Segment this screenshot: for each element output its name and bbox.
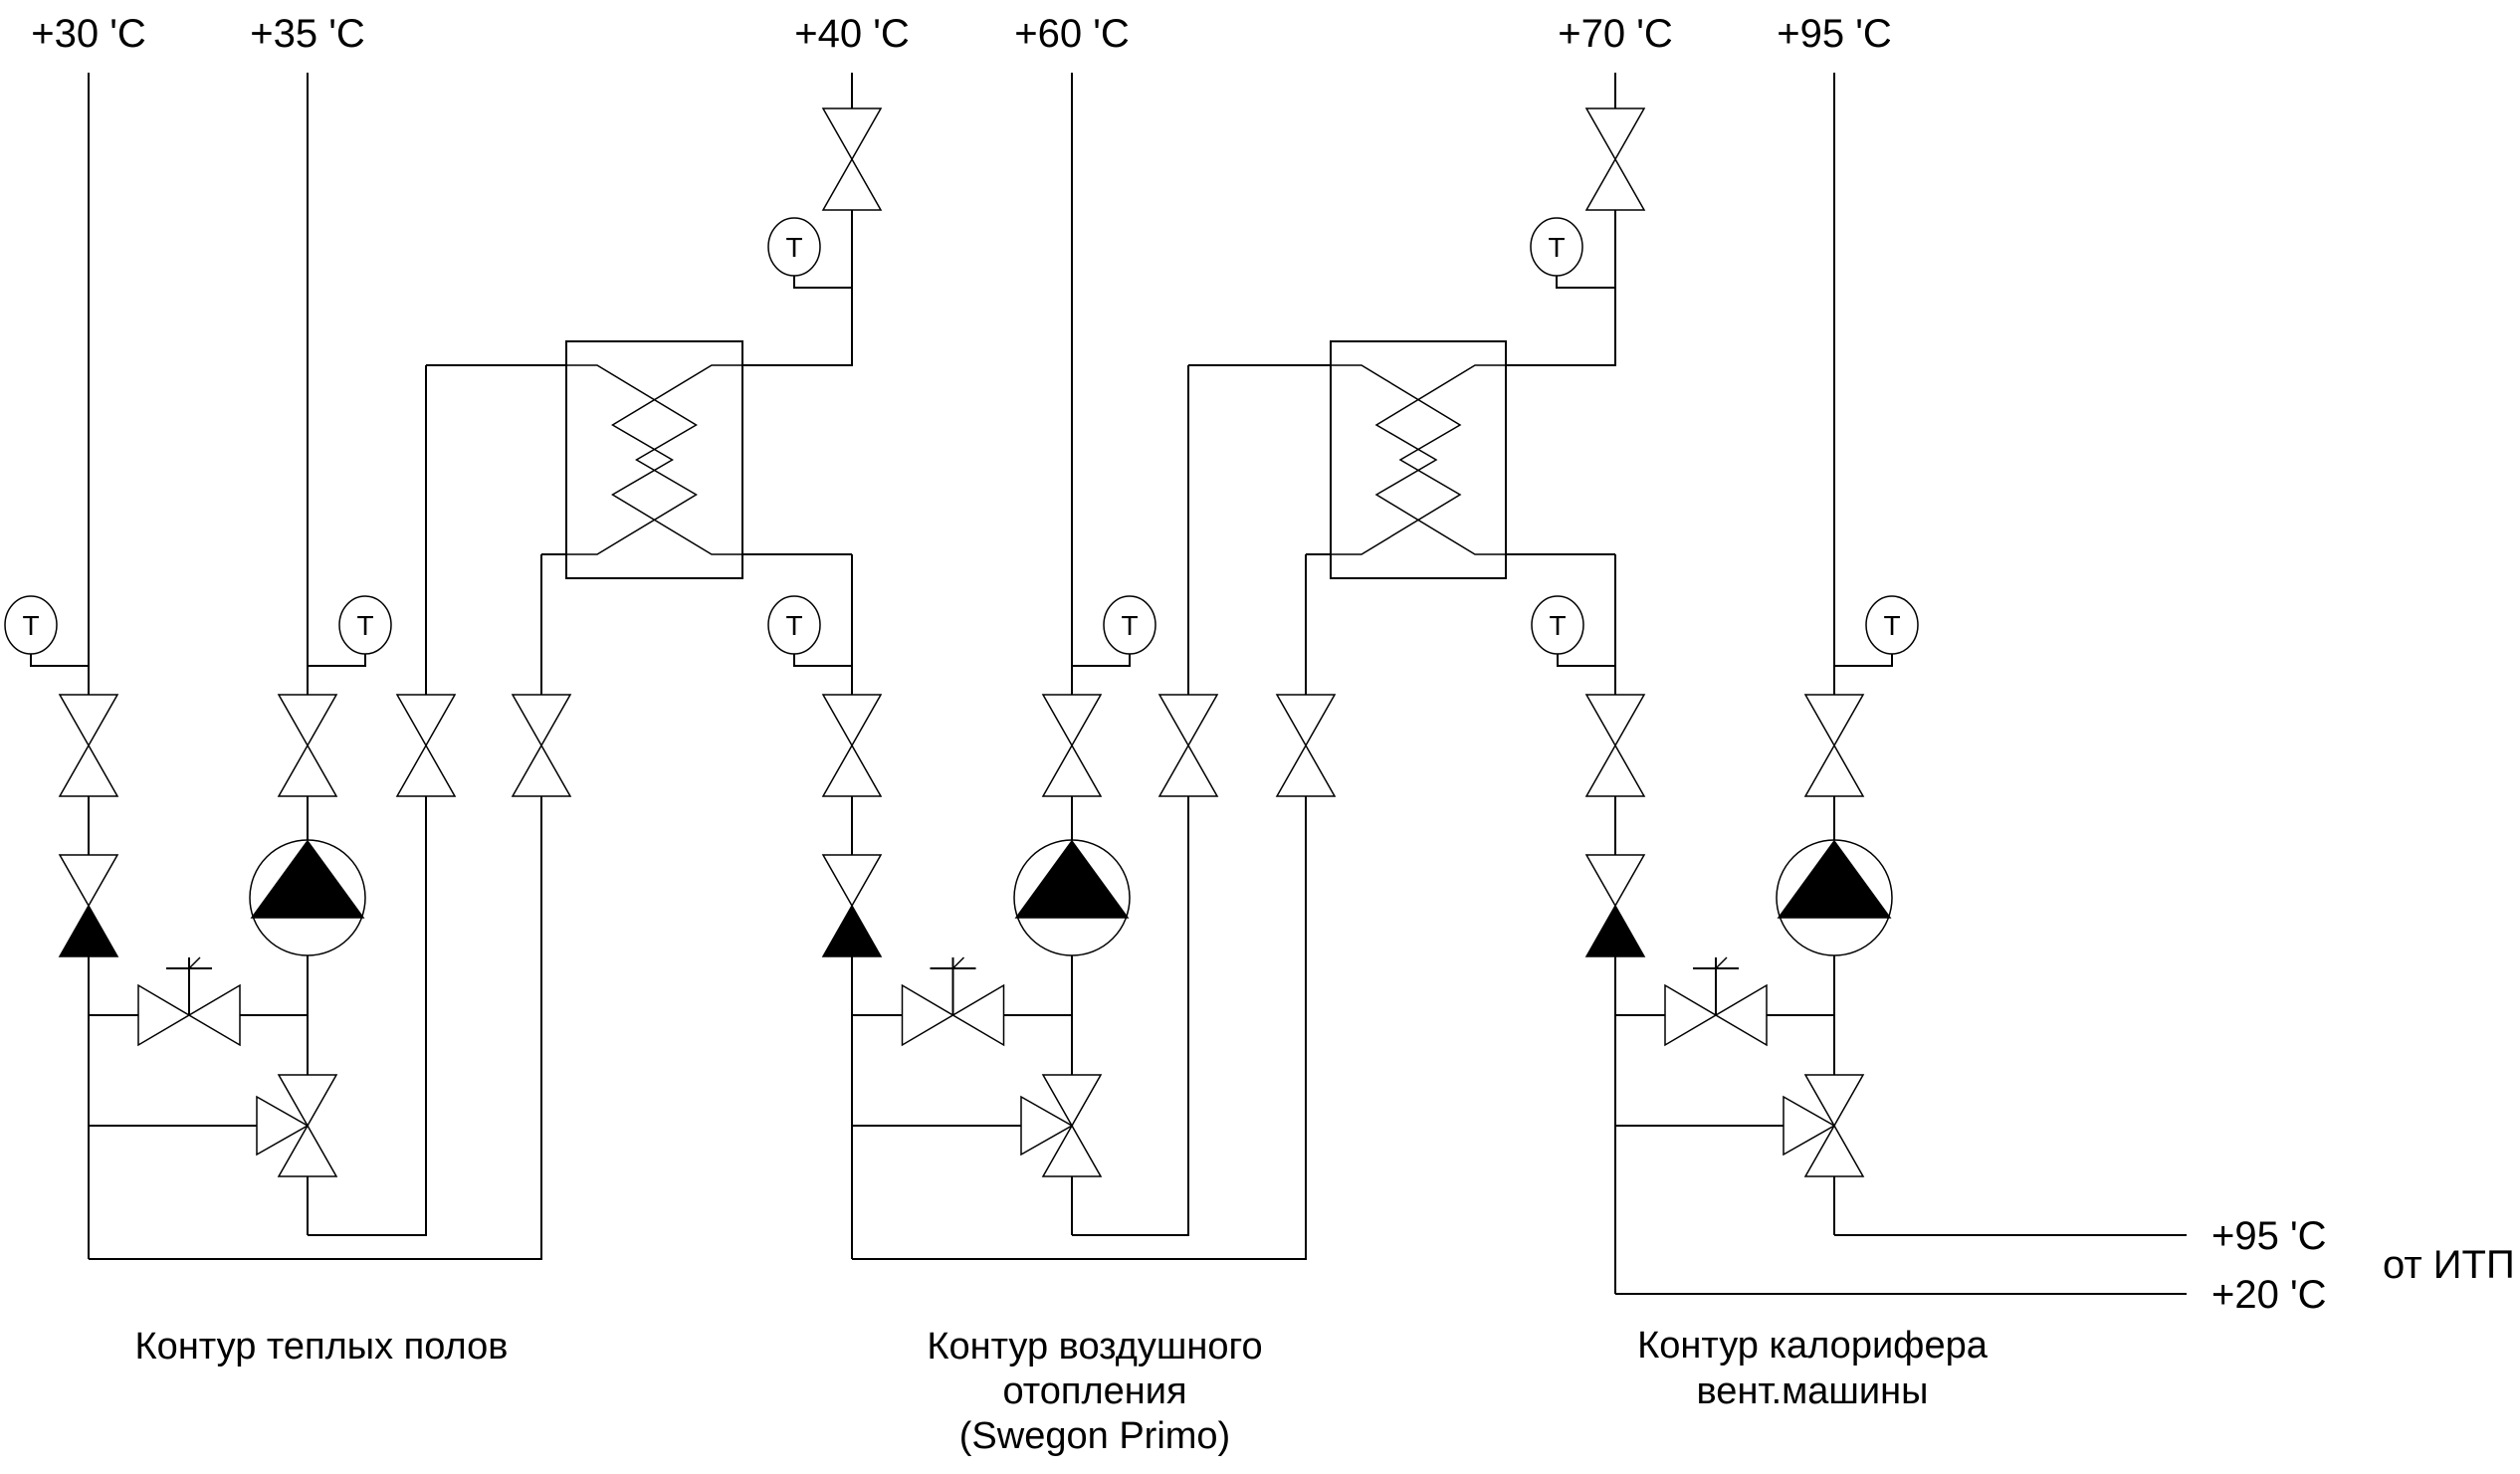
heat-exchanger-icon	[564, 340, 744, 579]
temp-label-35: +35 'C	[250, 12, 365, 56]
pump-icon	[249, 839, 366, 956]
temp-label-30: +30 'C	[31, 12, 146, 56]
three-way-valve-icon	[1020, 1074, 1103, 1177]
check-valve-icon	[1584, 854, 1646, 957]
gauge-symbol: T	[785, 610, 802, 641]
shutoff-valve-icon	[58, 694, 119, 797]
source-return-label: +20 'C	[2211, 1273, 2327, 1317]
shutoff-valve-icon	[1157, 694, 1219, 797]
gauge-symbol: T	[1549, 610, 1566, 641]
pump-icon	[1776, 839, 1893, 956]
symbols: T T T T T T T T	[4, 107, 1919, 1177]
pipe-segment	[1072, 365, 1189, 1236]
three-way-valve-icon	[1783, 1074, 1865, 1177]
gauge-icon: T	[1531, 595, 1615, 667]
shutoff-valve-icon	[511, 694, 572, 797]
shutoff-valve-icon	[821, 694, 883, 797]
three-way-valve-icon	[256, 1074, 338, 1177]
shutoff-valve-icon	[821, 107, 883, 211]
gauge-icon: T	[1072, 595, 1156, 667]
caption-heater-line1: Контур калорифера	[1637, 1325, 1989, 1367]
check-valve-icon	[821, 854, 883, 957]
caption-heater-line2: вент.машины	[1697, 1370, 1929, 1412]
gauge-symbol: T	[1548, 232, 1565, 263]
pipes	[88, 73, 2187, 1295]
balancing-valve-icon	[1664, 956, 1768, 1047]
balancing-valve-icon	[901, 956, 1005, 1047]
gauge-symbol: T	[1121, 610, 1138, 641]
temp-label-40: +40 'C	[794, 12, 910, 56]
source-name-label: от ИТП	[2383, 1243, 2515, 1287]
caption-air-heating-line1: Контур воздушного	[927, 1326, 1262, 1368]
check-valve-icon	[58, 854, 119, 957]
temp-label-70: +70 'C	[1558, 12, 1673, 56]
shutoff-valve-icon	[1584, 694, 1646, 797]
gauge-icon: T	[1834, 595, 1919, 667]
balancing-valve-icon	[137, 956, 241, 1047]
shutoff-valve-icon	[1584, 107, 1646, 211]
heat-exchanger-icon	[1329, 340, 1508, 579]
caption-air-heating-line3: (Swegon Primo)	[959, 1415, 1230, 1457]
pump-icon	[1013, 839, 1131, 956]
shutoff-valve-icon	[277, 694, 338, 797]
source-supply-label: +95 'C	[2211, 1214, 2327, 1258]
gauge-symbol: T	[1883, 610, 1900, 641]
gauge-icon: T	[767, 595, 852, 667]
shutoff-valve-icon	[395, 694, 457, 797]
caption-air-heating-line2: отопления	[1002, 1370, 1186, 1412]
gauge-symbol: T	[356, 610, 373, 641]
shutoff-valve-icon	[1803, 694, 1865, 797]
gauge-icon: T	[4, 595, 89, 667]
gauge-icon: T	[1530, 217, 1615, 289]
gauge-symbol: T	[785, 232, 802, 263]
gauge-icon: T	[308, 595, 392, 667]
gauge-icon: T	[767, 217, 852, 289]
caption-floor-heating: Контур теплых полов	[135, 1326, 509, 1368]
temp-label-60: +60 'C	[1014, 12, 1130, 56]
shutoff-valve-icon	[1041, 694, 1103, 797]
pipe-segment	[308, 365, 427, 1236]
gauge-symbol: T	[22, 610, 39, 641]
temp-label-95: +95 'C	[1777, 12, 1892, 56]
shutoff-valve-icon	[1275, 694, 1337, 797]
